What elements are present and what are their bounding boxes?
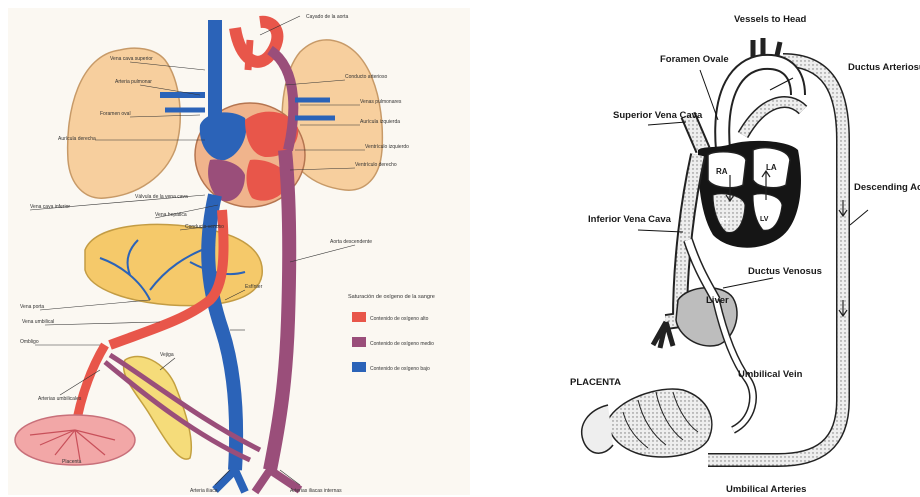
legend-swatch-low	[352, 362, 366, 372]
label-ventricle-left: Ventrículo izquierdo	[365, 144, 409, 150]
label-superior-vena-cava: Superior Vena Cava	[613, 110, 703, 121]
label-la: LA	[766, 163, 777, 172]
label-bladder: Vejiga	[160, 352, 174, 358]
label-lv: LV	[760, 216, 769, 223]
label-ventricle-right: Ventrículo derecho	[355, 162, 397, 168]
legend-label-high: Contenido de oxígeno alto	[370, 316, 429, 322]
label-vena-umbilical: Vena umbilical	[22, 319, 54, 325]
label-atrium-left: Aurícula izquierda	[360, 119, 400, 125]
label-pulm-veins: Venas pulmonares	[360, 99, 402, 105]
label-foramen: Foramen oval	[100, 111, 131, 117]
label-ductus-art: Conducto arterioso	[345, 74, 387, 80]
label-valve: Válvula de la vena cava	[135, 194, 188, 200]
legend-title: Saturación de oxígeno de la sangre	[348, 294, 435, 300]
schematic-svg: Vessels to Head Foramen Ovale Ductus Art…	[548, 0, 920, 497]
placenta-label: Placenta	[62, 459, 82, 465]
carotid-artery	[248, 40, 250, 70]
placenta-shape	[15, 415, 135, 465]
label-hepatic: Vena hepática	[155, 212, 187, 218]
label-ductus-arteriosus: Ductus Arteriosus	[848, 62, 920, 73]
placenta-cord	[608, 389, 712, 457]
label-ra: RA	[716, 167, 728, 176]
label-vena-cava-sup: Vena cava superior	[110, 56, 153, 62]
legend-label-low: Contenido de oxígeno bajo	[370, 366, 430, 372]
label-inferior-vena-cava: Inferior Vena Cava	[588, 214, 672, 225]
label-liver: Liver	[706, 295, 729, 306]
legend-swatch-medium	[352, 337, 366, 347]
label-iliac: Arteria iliaca	[190, 488, 218, 494]
legend-label-medium: Contenido de oxígeno medio	[370, 341, 434, 347]
label-atrium-right: Aurícula derecha	[58, 136, 96, 142]
label-aortic-arch: Cayado de la aorta	[306, 14, 348, 20]
color-diagram-svg: Placenta Cayado de la aorta Vena cava su…	[0, 0, 470, 497]
label-umbilical-arteries: Umbilical Arteries	[726, 484, 806, 495]
label-descending-aorta: Descending Aorta	[854, 182, 920, 193]
label-iliac-internal: Arterias iliacas internas	[290, 488, 342, 494]
label-umbilical-vein: Umbilical Vein	[738, 369, 803, 380]
label-foramen-ovale: Foramen Ovale	[660, 54, 729, 65]
placenta-end	[582, 405, 613, 453]
legend-swatch-high	[352, 312, 366, 322]
label-sphincter: Esfínter	[245, 284, 263, 290]
label-aorta-desc: Aorta descendente	[330, 239, 372, 245]
label-placenta: PLACENTA	[570, 377, 621, 388]
label-ductus-venosus: Ductus Venosus	[748, 266, 822, 277]
label-ombligo: Ombligo	[20, 339, 39, 345]
label-vena-cava-inf: Vena cava inferior	[30, 204, 70, 210]
label-pulm-artery: Arteria pulmonar	[115, 79, 152, 85]
label-arteries-umbilical: Arterias umbilicales	[38, 396, 82, 402]
fetal-circulation-color-diagram: Placenta Cayado de la aorta Vena cava su…	[0, 0, 470, 497]
label-vessels-to-head: Vessels to Head	[734, 14, 807, 25]
fetal-circulation-schematic: Vessels to Head Foramen Ovale Ductus Art…	[548, 0, 920, 497]
label-vena-porta: Vena porta	[20, 304, 44, 310]
label-ductus-venosus: Conducto venoso	[185, 224, 224, 230]
label-rv: RV	[720, 218, 730, 225]
